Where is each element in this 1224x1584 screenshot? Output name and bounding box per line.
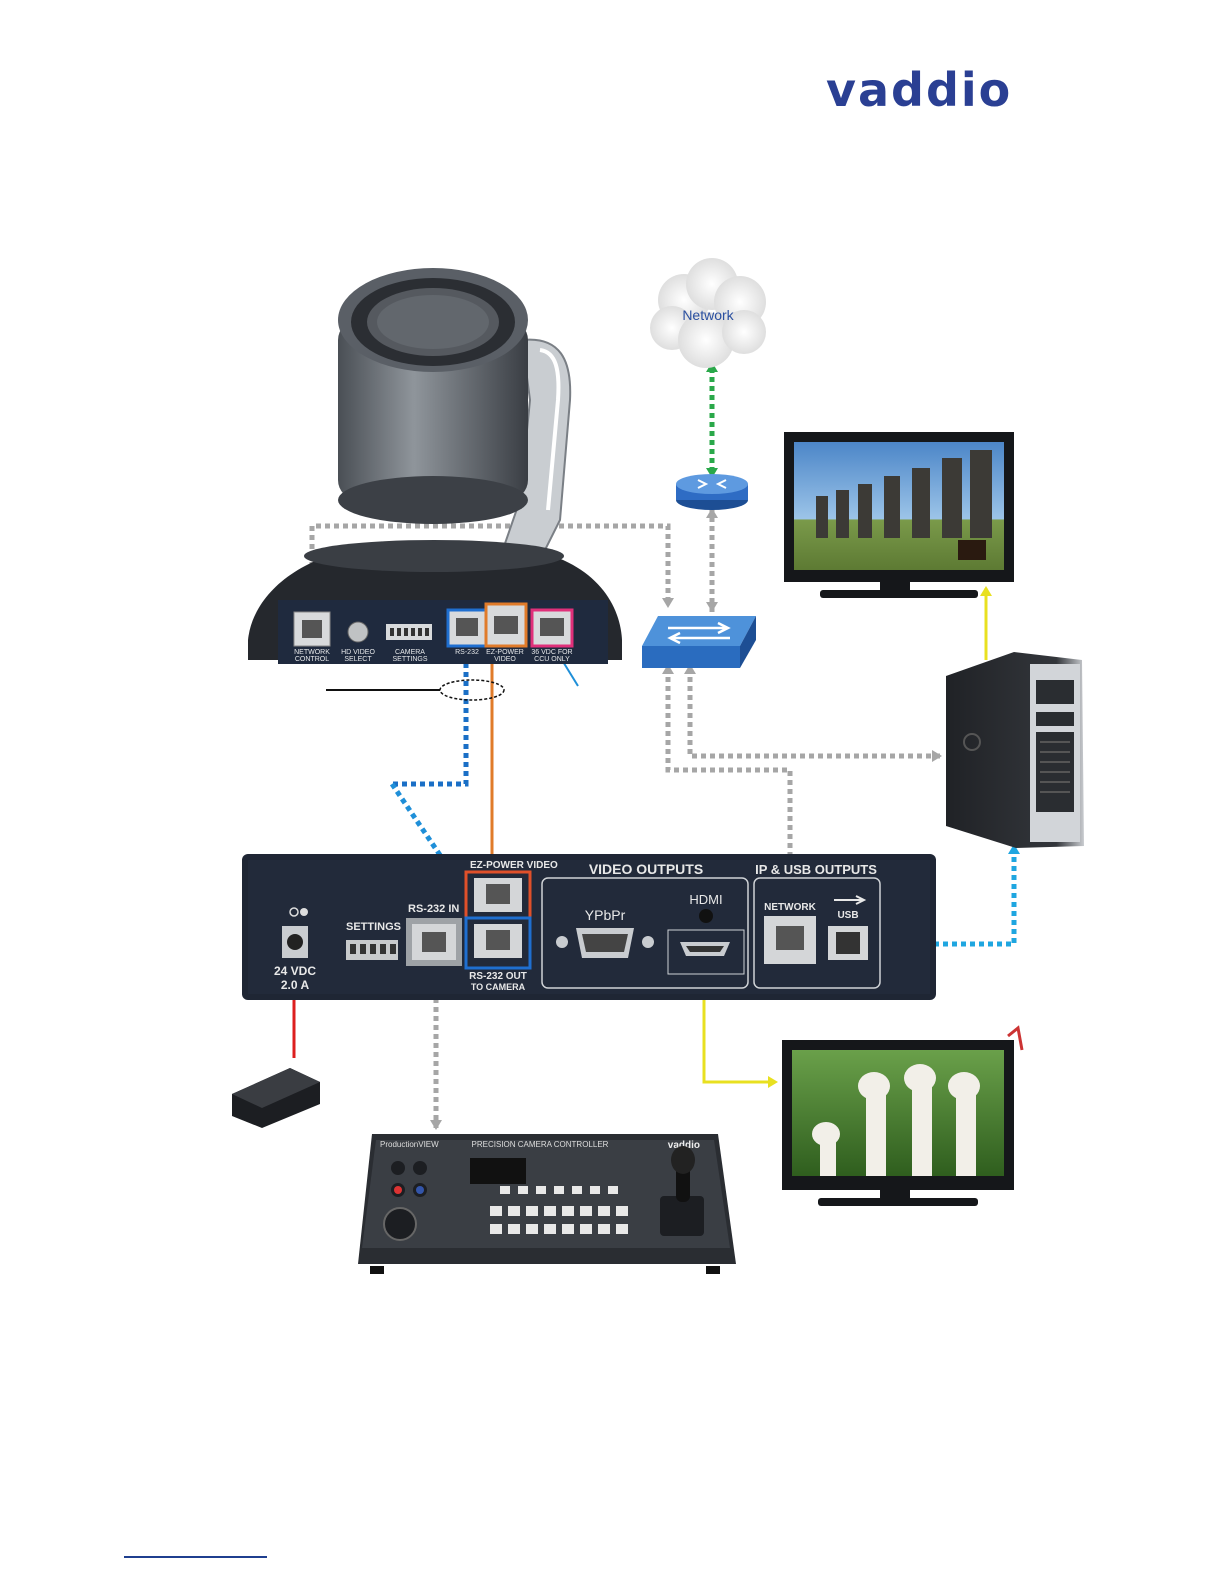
cam-port-label-36vdc-2: CCU ONLY (534, 656, 570, 663)
hdmi-monitor-arrow (768, 1076, 778, 1088)
cam-port-label-hdvideo-1: HD VIDEO (341, 649, 375, 656)
cam-port-label-hdvideo-2: SELECT (344, 656, 372, 663)
ccu-hdmi-label: HDMI (689, 892, 722, 907)
computer-tower (946, 652, 1084, 848)
ccu-power-label-1: 24 VDC (274, 964, 316, 978)
switch-pc-link (690, 668, 940, 756)
cam-port-label-36vdc-1: 36 VDC FOR (531, 649, 572, 656)
footer-link-underline (124, 1556, 267, 1558)
ptz-camera: NETWORK CONTROL HD VIDEO SELECT CAMERA S… (248, 268, 622, 664)
ccu-power-label-2: 2.0 A (281, 978, 310, 992)
cam-port-label-ezpower-1: EZ-POWER (486, 649, 524, 656)
ccu-network-label: NETWORK (764, 902, 816, 913)
bottom-monitor (782, 1028, 1022, 1206)
network-label: Network (682, 307, 734, 323)
ccu-ypbpr-label: YPbPr (585, 907, 626, 923)
ccu-settings-label: SETTINGS (346, 921, 401, 933)
ccu-rs232-in-label: RS-232 IN (408, 903, 459, 915)
controller-title: PRECISION CAMERA CONTROLLER (472, 1140, 609, 1149)
cam-port-label-settings-1: CAMERA (395, 649, 425, 656)
pc-monitor-arrow (980, 586, 992, 596)
ccu-rs232-out-label-1: RS-232 OUT (469, 971, 527, 982)
camera-controller: ProductionVIEW PRECISION CAMERA CONTROLL… (358, 1134, 736, 1274)
ccu-rs232-out-label-2: TO CAMERA (471, 982, 526, 992)
camera-control-unit: 24 VDC 2.0 A SETTINGS RS-232 IN EZ-POWER… (242, 854, 936, 1000)
cam-port-label-network-1: NETWORK (294, 649, 330, 656)
cable-bundle-callout (440, 680, 504, 700)
network-cloud: Network (650, 258, 766, 368)
ccu-ez-power-label: EZ-POWER VIDEO (470, 860, 558, 871)
ccu-video-outputs-label: VIDEO OUTPUTS (589, 861, 703, 877)
cam-port-label-settings-2: SETTINGS (392, 656, 427, 663)
cam-port-label-ezpower-2: VIDEO (494, 656, 516, 663)
router-icon (676, 474, 748, 510)
controller-brand-left: ProductionVIEW (380, 1140, 439, 1149)
switch-icon (642, 616, 756, 668)
top-monitor (784, 432, 1014, 598)
ccu-ip-usb-label: IP & USB OUTPUTS (755, 862, 877, 877)
cam-port-label-rs232-1: RS-232 (455, 649, 479, 656)
cam-port-label-network-2: CONTROL (295, 656, 329, 663)
ccu-usb-label: USB (837, 910, 858, 921)
power-supply (232, 1068, 320, 1128)
